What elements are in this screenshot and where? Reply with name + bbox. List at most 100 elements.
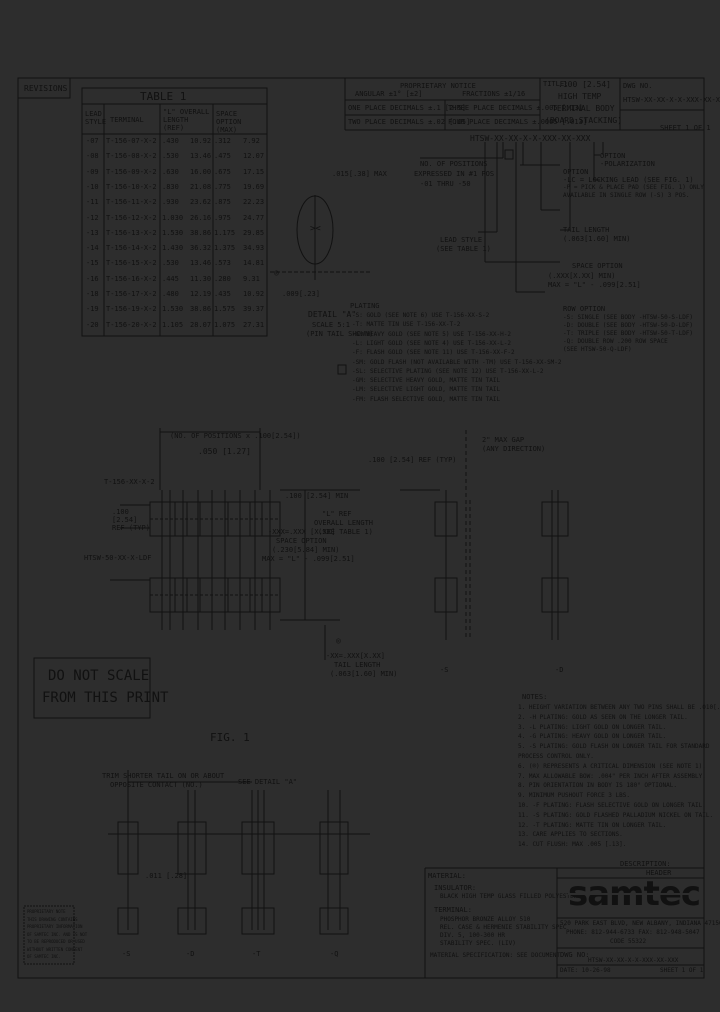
table1-cell: T-156-12-X-2 [106,213,157,222]
table1-cell: 13.46 [190,152,212,161]
detail-sub-2: (PIN TAIL SHOWN) [306,330,374,338]
positions-line-1: NO. OF POSITIONS [420,160,488,168]
fig1-space-3: (.230[5.84] MIN) [272,546,340,554]
table1-cell: .830 [162,182,179,191]
table1-cell: 10.92 [190,137,212,145]
plating-title: PLATING [350,302,380,310]
table1-cell: 1.375 [214,244,236,253]
table1-header-length: "L" OVERALL LENGTH (REF) [163,108,210,132]
table1-cell: T-156-15-X-2 [106,259,157,268]
plating-line: -LM: SELECTIVE LIGHT GOLD, MATTE TIN TAI… [352,386,501,394]
note-line: 1. HEIGHT VARIATION BETWEEN ANY TWO PINS… [518,704,720,711]
tail-line-2: (.063[1.60] MIN) [563,235,631,243]
title-line-2: HIGH TEMP [558,92,602,101]
samtec-sheet: SHEET 1 OF 1 [660,967,704,974]
table1-cell: .630 [162,167,179,176]
tol-hdr1: PROPRIETARY NOTICE [400,82,476,90]
bottom-label-q: -Q [330,950,339,958]
note-line: 8. PIN ORIENTATION IN BODY IS 180° OPTIO… [518,782,677,790]
table1-cell: T-156-09-X-2 [106,167,157,176]
table1-cell: 38.86 [190,228,212,237]
fig1-row-dim: .100 [2.54] REF (TYP) [112,508,150,532]
table1-cell: 26.16 [190,213,212,222]
dwg-number: HTSW-XX-XX-X-X-XXX-XX-XXX [623,96,720,104]
table1-cell: 10.92 [243,290,265,298]
fig1-overall-1: "L" REF [322,510,352,518]
table1-cell: 12.19 [190,290,212,298]
table1-cell: 1.530 [162,228,184,237]
table1-cell: 1.575 [214,305,236,314]
table1-cell: T-156-10-X-2 [106,182,157,191]
descr-title: DESCRIPTION: [620,860,671,868]
table1-cell: 36.32 [190,244,212,253]
plating-line: -G: HEAVY GOLD (SEE NOTE 5) USE T-156-XX… [352,330,511,338]
table1-header-lead: LEAD STYLE [85,110,107,126]
table1-cell: -07 [86,137,99,145]
stamp-line: THIS DRAWING CONTAINS [27,916,78,922]
fig1-body: HTSW-50-XX-X-LDF [84,554,152,562]
fig1-gap-2: (ANY DIRECTION) [482,445,546,453]
table1-cell: T-156-19-X-2 [106,305,157,314]
trim-note-2: OPPOSITE CONTACT (NO.) [110,781,203,789]
table1-cell: -19 [86,305,99,314]
fig1-overall-2: OVERALL LENGTH [314,519,374,527]
note-line: 9. MINIMUM PUSHOUT FORCE 3 LBS. [518,792,630,800]
plating-line: -S: GOLD (SEE NOTE 6) USE T-156-XX-S-2 [352,312,490,319]
fig1-space-4: MAX = "L" - .099[2.51] [262,555,355,563]
row-line-6: (SEE HTSW-50-Q-LDF) [563,346,632,353]
plating-line: -F: FLASH GOLD (SEE NOTE 11) USE T-156-X… [352,349,515,357]
option-line-2: -POLARIZATION [600,160,655,168]
lead-line-2: (SEE TABLE 1) [436,245,491,253]
fig1-label-d: -D [555,666,564,674]
critical-dim-icon: ◎ [274,268,279,277]
title-line-4: (BOARD STACKING) [545,116,623,125]
table1-cell: T-156-20-X-2 [106,320,157,329]
samtec-dwg: HTSW-XX-XX-X-X-XXX-XX-XXX [588,957,679,964]
detail-arrow-icon: >< [310,224,321,234]
row-line-1: ROW OPTION [563,305,606,313]
lead-line-1: LEAD STYLE [440,236,483,244]
critical-dim-icon-2: ◎ [336,636,341,645]
table1-cell: 13.46 [190,259,212,268]
table1-cell: 1.075 [214,320,236,329]
note-line: 12. -T PLATING: MATTE TIN ON LONGER TAIL… [518,821,667,829]
table1-cell: T-156-07-X-2 [106,137,157,145]
do-not-scale-1: DO NOT SCALE [48,668,150,684]
stamp-line: PROPRIETARY INFORMATION [27,924,83,929]
samtec-addr-2: PHONE: 812-944-6733 FAX: 812-948-5047 [566,929,700,936]
fig1-tail-1: -XX=.XXX[X.XX] [326,652,386,660]
table1-cell: 27.31 [243,320,265,329]
table1-header-space: SPACE OPTION (MAX) [216,110,242,134]
table1-cell: -09 [86,167,99,176]
title-label: TITLE: [543,80,569,88]
option2-line-4: AVAILABLE IN SINGLE ROW (-S) 3 POS. [563,192,690,199]
dwg-label: DWG NO. [623,82,653,90]
positions-line-2: EXPRESSED IN #1 POS [414,170,495,178]
table1-cell: .775 [214,182,231,191]
table1-cell: -12 [86,213,99,222]
terminal-line-3: DIV. 5, 100-300 HR [440,932,506,939]
samtec-addr-3: CODE 55322 [610,938,647,945]
table1-cell: -11 [86,198,99,207]
note-line: 14. CUT FLUSH: MAX .005 [.13]. [518,841,627,849]
row-line-3: -D: DOUBLE (SEE BODY -HTSW-50-D-LDF) [563,322,694,329]
table1-cell: 1.530 [162,305,184,314]
space-line-1: SPACE OPTION [572,262,623,270]
table1-cell: T-156-16-X-2 [106,274,157,283]
note-line: 2. -H PLATING: GOLD AS SEEN ON THE LONGE… [518,713,688,721]
insulator-value: BLACK HIGH TEMP GLASS FILLED POLYESTER [440,893,578,900]
material-title: MATERIAL: [428,872,466,880]
note-line: 7. MAX ALLOWABLE BOW: .004" PER INCH AFT… [518,772,706,780]
space-line-2: (.XXX[X.XX] MIN) [548,272,616,280]
option2-line-3: -P = PICK & PLACE PAD (SEE FIG. 1) ONLY [563,184,704,191]
fig1-tail-min: .100 [2.54] MIN [285,492,349,500]
fig1-positions: (NO. OF POSITIONS x .100[2.54]) [170,432,301,440]
table1-header-terminal: TERMINAL [110,116,144,124]
title-line-3: TERMINAL BODY [552,104,615,113]
trim-note-1: TRIM SHORTER TAIL ON OR ABOUT [102,772,225,780]
table1-cell: .875 [214,198,231,207]
table1-cell: .530 [162,259,179,268]
detail-sub-1: SCALE 5:1 [312,321,350,329]
note-line: PROCESS CONTROL ONLY. [518,753,594,760]
do-not-scale-2: FROM THIS PRINT [42,690,169,706]
